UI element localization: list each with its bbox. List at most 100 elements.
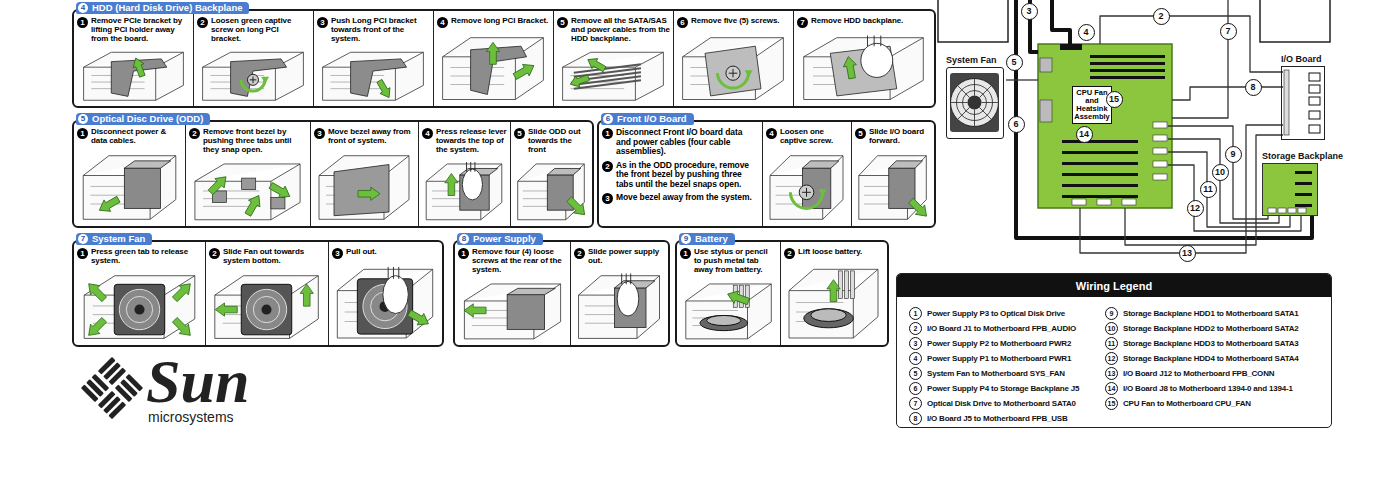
turn-arrow: [241, 80, 265, 91]
step-text: Loosen one captive screw.: [780, 128, 848, 146]
fan-hub: [261, 305, 271, 315]
finger: [393, 267, 394, 279]
step-body: 3Push Long PCI bracket towards front of …: [314, 11, 433, 44]
io-box: I/O Board: [1281, 54, 1331, 142]
step-body: 1Disconnect Front I/O board data and pow…: [599, 122, 762, 204]
board-connector: [1153, 174, 1167, 180]
step-row: 5Remove all the SATA/SAS and power cable…: [557, 17, 670, 44]
legend-text: I/O Board J5 to Motherboard FPB_USB: [927, 414, 1068, 423]
panel-box: 5Optical Disc Drive (ODD)1Disconnect pow…: [72, 120, 594, 228]
step-number: 2: [197, 17, 208, 28]
green-arrow: [906, 196, 931, 221]
panel-tab: 4HDD (Hard Disk Drive) Backplane: [76, 2, 249, 14]
chassis-outline: [683, 38, 784, 100]
fan-spoke: [979, 86, 991, 98]
legend-entry: 15CPU Fan to Motherboard CPU_FAN: [1105, 396, 1251, 410]
step-text: Slide I/O board forward.: [869, 128, 931, 146]
sata-connector: [1288, 208, 1296, 213]
legend-box: Wiring Legend 1Power Supply P3 to Optical…: [896, 273, 1332, 428]
pci-slot: [1062, 162, 1138, 165]
step-row: 2Loosen green captive screw on long PCI …: [197, 17, 310, 44]
step-body: 2Slide power supply out.: [571, 242, 668, 266]
legend-text: System Fan to Motherboard SYS_FAN: [927, 369, 1065, 378]
legend-text: I/O Board J8 to Motherboard 1394-0 and 1…: [1123, 384, 1293, 393]
chassis-outline: [563, 52, 664, 100]
hand: [462, 169, 482, 200]
component-top: [547, 168, 580, 174]
fan-ring: [951, 79, 999, 127]
callout-number: 3: [1021, 3, 1038, 20]
component-drawing: [1263, 164, 1317, 215]
green-arrow: [300, 284, 313, 306]
turn-arrow: [790, 192, 822, 208]
legend-number: 3: [909, 337, 922, 350]
legend-number: 4: [909, 352, 922, 365]
step-body: 1Disconnect power & data cables.: [74, 122, 185, 146]
step-illustration: [319, 156, 409, 220]
fan-spoke: [958, 107, 970, 119]
step-body: 2Loosen green captive screw on long PCI …: [194, 11, 313, 44]
callout-number: 8: [1245, 79, 1262, 96]
cable: [1172, 87, 1283, 100]
component-top: [507, 288, 555, 294]
panel-number: 7: [78, 234, 88, 244]
finger: [867, 36, 868, 47]
hdd-connector: [1295, 204, 1312, 207]
legend-title: Wiring Legend: [1076, 280, 1152, 292]
step-body: 7Remove HDD backplane.: [794, 11, 934, 28]
step-illustration: [84, 52, 184, 100]
step-row: 3Move bezel away from the system.: [602, 193, 759, 204]
pci-slot: [1062, 140, 1138, 143]
pci-slot: [1062, 195, 1138, 198]
legend-number: 11: [1105, 337, 1118, 350]
step-row: 4Loosen one captive screw.: [766, 128, 848, 146]
legend-number: 6: [909, 382, 922, 395]
step-number: 1: [458, 248, 469, 259]
legend-text: CPU Fan to Motherboard CPU_FAN: [1123, 399, 1251, 408]
callout-number: 11: [1200, 181, 1217, 198]
step-box: 5Slide I/O board forward.: [851, 122, 934, 226]
sun-logo: [81, 357, 143, 419]
chassis-outline: [195, 164, 300, 220]
io-board-edge: [1284, 70, 1289, 135]
screw: [726, 66, 740, 80]
hand: [861, 43, 893, 77]
panel-title: Optical Disc Drive (ODD): [92, 113, 203, 125]
step-number: 5: [514, 128, 525, 139]
step-box: 4Press release lever towards the top of …: [418, 122, 510, 226]
green-arrow: [406, 307, 432, 329]
step-body: 4Press release lever towards the top of …: [419, 122, 510, 155]
legend-entry: 1Power Supply P3 to Optical Disk Drive: [909, 306, 1065, 320]
io-connector: [1309, 85, 1320, 93]
fan-ring: [126, 296, 152, 322]
fan-spoke: [982, 102, 999, 103]
step-text: Remove front bezel by pushing three tabs…: [203, 128, 307, 155]
green-arrow: [374, 78, 394, 101]
component-outline: [946, 67, 1004, 139]
legend-entry: 6Power Supply P4 to Storage Backplane J5: [909, 381, 1079, 395]
pci-bracket: [351, 59, 407, 96]
legend-text: Storage Backplane HDD3 to Motherboard SA…: [1123, 339, 1299, 348]
legend-text: I/O Board J1 to Motherboard FPB_AUDIO: [927, 324, 1076, 333]
cpu-label: CPU Fan and Heatsink Assembly: [1074, 89, 1110, 121]
step-body: 2Slide Fan out towards system bottom.: [206, 242, 328, 266]
step-row: 1Use stylus or pencil to push metal tab …: [680, 248, 777, 275]
panel-title: Battery: [695, 233, 728, 245]
step-text: Remove PCIe bracket by lifting PCI holde…: [91, 17, 190, 44]
fan-ring: [119, 289, 159, 329]
legend-text: Storage Backplane HDD2 to Motherboard SA…: [1123, 324, 1299, 333]
step-number: 1: [77, 128, 88, 139]
step-illustration: [323, 52, 424, 100]
io-connector: [1309, 125, 1320, 133]
step-number: 4: [437, 17, 448, 28]
step-box: 2Slide power supply out.: [570, 242, 668, 345]
callout-number: 5: [1006, 54, 1023, 71]
board-connector: [1153, 122, 1167, 128]
chassis-outline: [84, 276, 195, 339]
step-number: 5: [557, 17, 568, 28]
panel-box: 6Front I/O Board1Disconnect Front I/O bo…: [597, 120, 936, 228]
step-illustration: [789, 269, 878, 338]
screw-slot: [250, 77, 257, 84]
step-text: As in the ODD procedure, remove the fron…: [616, 161, 759, 190]
step-body: 5Slide I/O board forward.: [852, 122, 934, 146]
